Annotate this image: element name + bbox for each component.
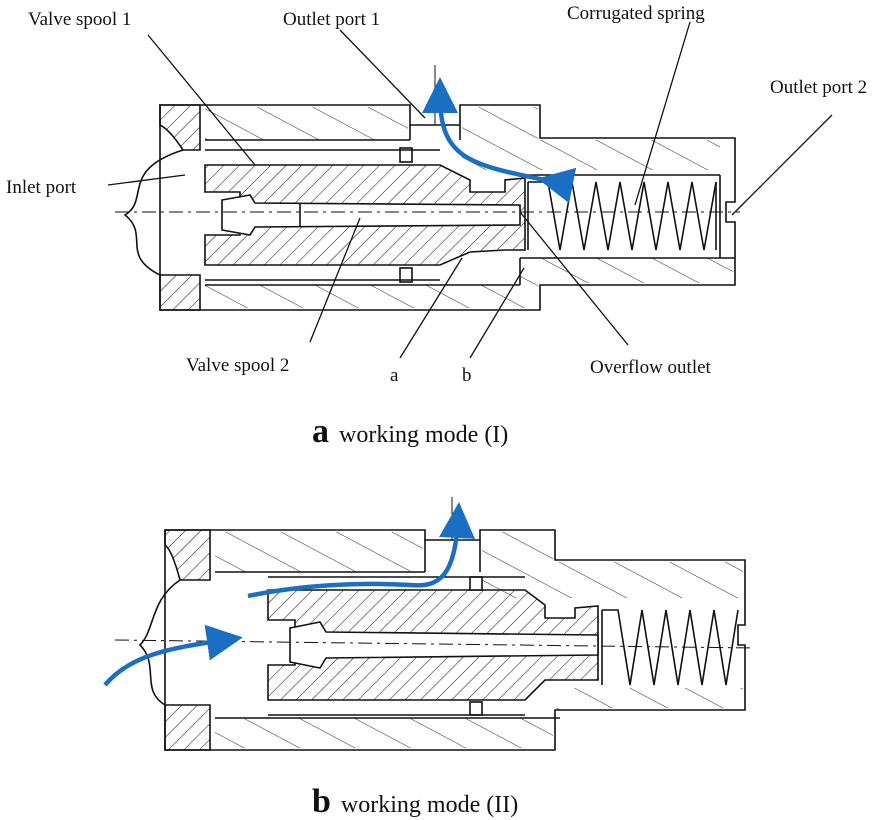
inlet-wall-bottom-a — [159, 274, 201, 311]
label-inlet-port: Inlet port — [6, 177, 77, 198]
label-valve-spool-2: Valve spool 2 — [186, 355, 290, 376]
flow-arrow-b-inlet — [103, 624, 243, 687]
inlet-break-a — [123, 149, 184, 276]
caption-a: a working mode (I) — [312, 415, 508, 449]
caption-b-text: working mode (II) — [340, 792, 519, 818]
caption-a-text: working mode (I) — [339, 422, 509, 448]
label-overflow-outlet: Overflow outlet — [590, 357, 711, 378]
inlet-wall-top-a — [159, 104, 201, 151]
housing-wall-top-b — [215, 532, 423, 572]
label-corrugated-spring: Corrugated spring — [567, 3, 705, 24]
caption-a-letter: a — [312, 413, 329, 450]
valve-spool-2-a — [221, 194, 521, 236]
housing-outline-b — [164, 529, 746, 751]
inlet-break-b — [138, 579, 181, 706]
center-line-b — [114, 639, 756, 649]
housing-wall-bottom-a — [205, 258, 733, 308]
corrugated-spring-b — [602, 609, 739, 686]
label-valve-spool-1: Valve spool 1 — [28, 9, 132, 30]
label-a: a — [390, 365, 399, 386]
caption-b-letter: b — [312, 783, 331, 820]
caption-b: b working mode (II) — [312, 785, 518, 819]
corrugated-spring-a — [528, 181, 717, 251]
flow-arrow-a — [422, 77, 577, 204]
inlet-wall-bottom-b — [164, 704, 211, 751]
inlet-wall-top-b — [164, 529, 211, 581]
diagram-a — [107, 21, 833, 359]
label-b: b — [462, 365, 472, 386]
flow-arrow-b-outlet — [247, 502, 475, 599]
label-outlet-port-2: Outlet port 2 — [770, 77, 868, 98]
diagram-b — [114, 497, 756, 751]
valve-spool-2-b — [289, 621, 599, 669]
housing-wall-top-b2 — [482, 532, 743, 598]
label-outlet-port-1: Outlet port 1 — [283, 9, 381, 30]
housing-wall-top-a — [205, 107, 408, 140]
